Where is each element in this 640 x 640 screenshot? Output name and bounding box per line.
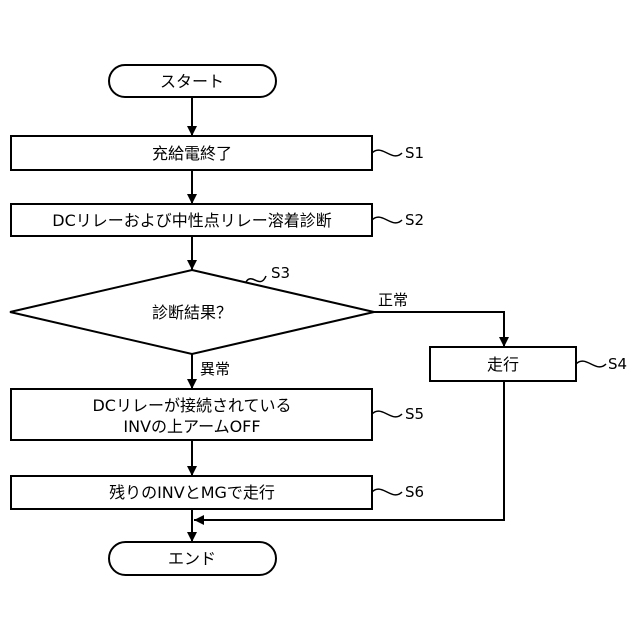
arrow-s3-to-s4 [374,312,504,347]
s2-leader-tilde [372,217,402,223]
end-node: エンド [109,542,276,575]
step-s1-node: 充給電終了 [11,136,372,170]
step-s3-decision: 診断結果？ [10,270,374,354]
step-label-s5: S5 [405,405,424,423]
s3-label: 診断結果？ [152,303,232,322]
step-s5-node: DCリレーが接続されている INVの上アームOFF [11,389,372,440]
s5-label-line1: DCリレーが接続されている [92,396,291,415]
s5-label-line2: INVの上アームOFF [123,417,260,436]
step-label-s6: S6 [405,483,424,501]
step-label-s4: S4 [608,355,627,373]
s6-label: 残りのINVとMGで走行 [109,483,275,502]
step-s4-node: 走行 [430,347,576,381]
edge-label-abnormal: 異常 [200,360,230,378]
start-node: スタート [109,65,276,97]
s6-leader-tilde [372,489,402,495]
step-label-s1: S1 [405,144,424,162]
s5-leader-tilde [372,411,402,417]
start-label: スタート [160,72,224,91]
end-label: エンド [168,549,216,568]
s4-label: 走行 [487,355,519,374]
step-s6-node: 残りのINVとMGで走行 [11,476,372,509]
s1-leader-tilde [372,150,402,156]
step-label-s3: S3 [271,264,290,282]
s1-label: 充給電終了 [152,144,232,163]
step-label-s2: S2 [405,211,424,229]
edge-label-normal: 正常 [378,291,408,309]
s2-label: DCリレーおよび中性点リレー溶着診断 [52,211,332,230]
step-s2-node: DCリレーおよび中性点リレー溶着診断 [11,204,372,236]
s3-leader-tilde [246,276,266,282]
s4-leader-tilde [576,361,606,367]
